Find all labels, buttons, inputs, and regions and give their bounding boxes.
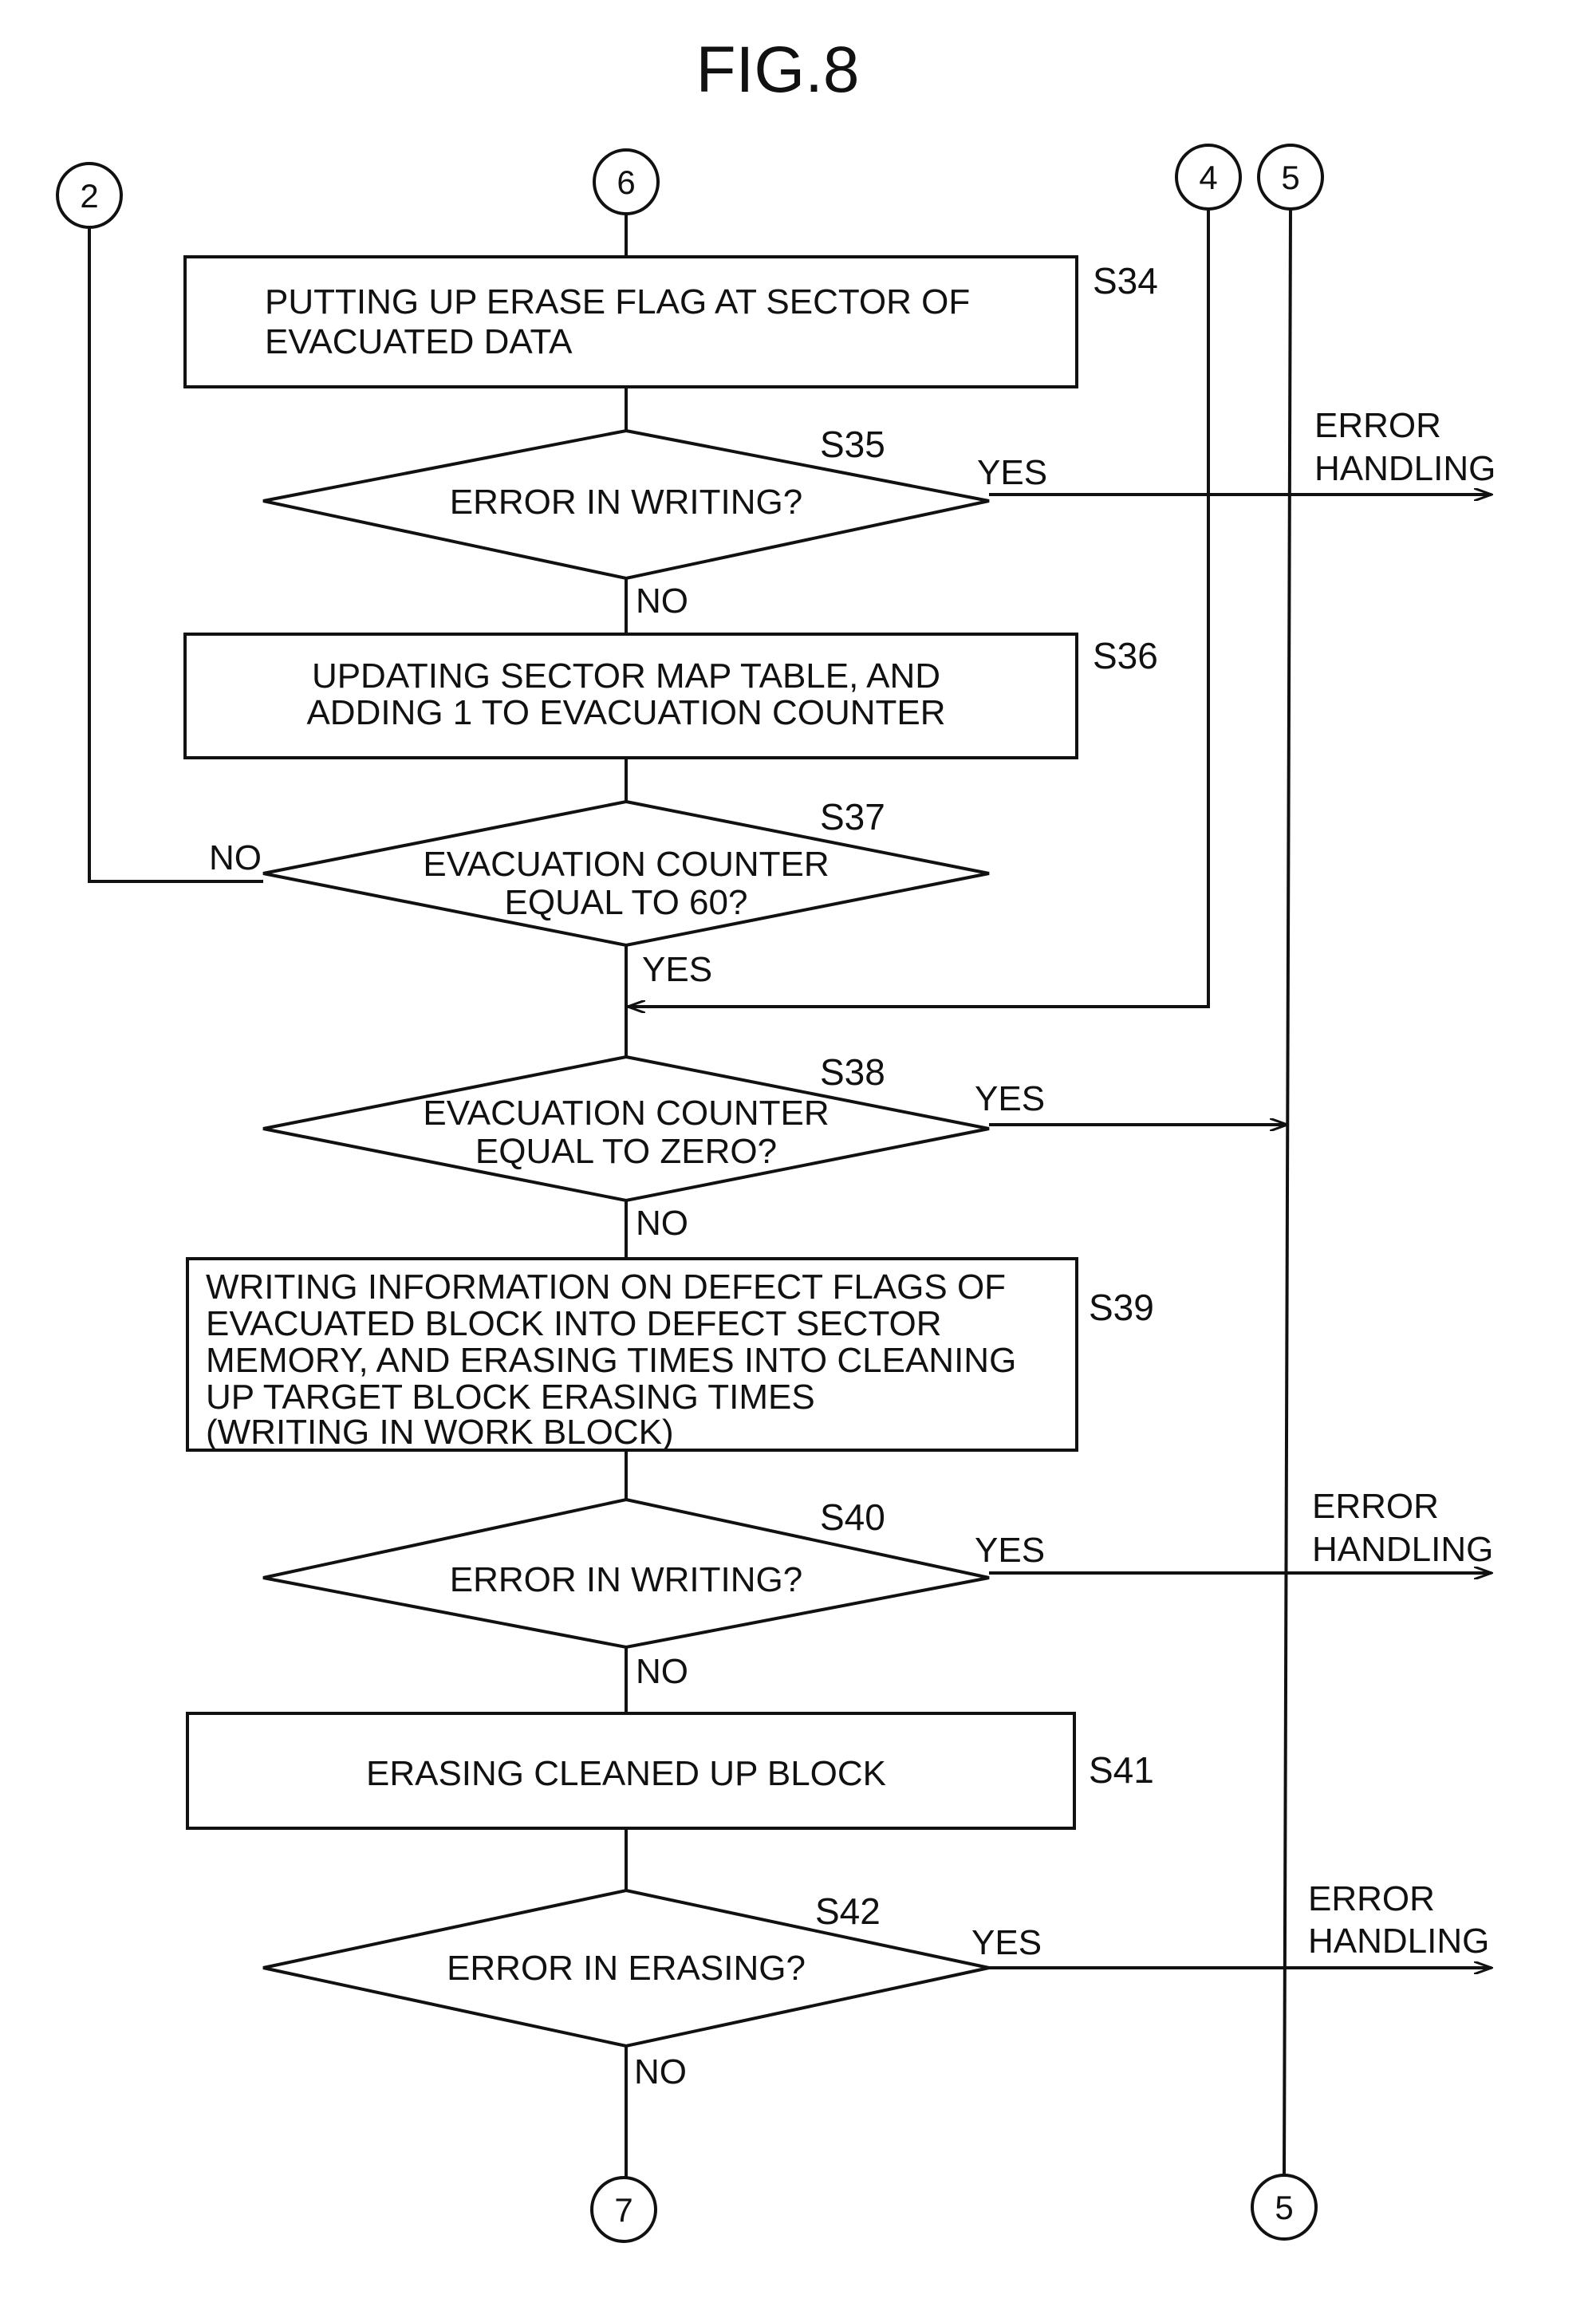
step-s37-line-2: EQUAL TO 60? <box>505 883 748 922</box>
step-s36: UPDATING SECTOR MAP TABLE, AND ADDING 1 … <box>185 634 1158 758</box>
step-s39-line-3: MEMORY, AND ERASING TIMES INTO CLEANING <box>206 1341 1016 1380</box>
step-s36-line-1: UPDATING SECTOR MAP TABLE, AND <box>312 656 940 696</box>
step-s35-yes-label: YES <box>977 453 1047 492</box>
step-s37-id: S37 <box>820 796 885 838</box>
connector-4: 4 <box>1176 145 1240 209</box>
connector-6-label: 6 <box>617 164 635 201</box>
connector-4-label: 4 <box>1199 159 1217 196</box>
step-s37-no-label: NO <box>209 838 262 877</box>
step-s38-line-2: EQUAL TO ZERO? <box>475 1132 777 1171</box>
step-s35-no-label: NO <box>636 581 688 621</box>
step-s40-id: S40 <box>820 1496 885 1538</box>
figure-title: FIG.8 <box>696 34 859 106</box>
step-s38-id: S38 <box>820 1051 885 1093</box>
step-s37-line-1: EVACUATION COUNTER <box>423 845 829 884</box>
step-s37: EVACUATION COUNTER EQUAL TO 60? S37 NO Y… <box>209 796 989 989</box>
step-s42-line-1: ERROR IN ERASING? <box>447 1949 806 1988</box>
step-s38-no-label: NO <box>636 1204 688 1243</box>
error-handling-1-line-2: HANDLING <box>1314 449 1496 488</box>
step-s35-id: S35 <box>820 424 885 465</box>
step-s39: WRITING INFORMATION ON DEFECT FLAGS OF E… <box>187 1259 1154 1452</box>
connector-5-top-label: 5 <box>1281 159 1299 196</box>
step-s34-line-1: PUTTING UP ERASE FLAG AT SECTOR OF <box>265 282 970 321</box>
step-s38-line-1: EVACUATION COUNTER <box>423 1094 829 1133</box>
step-s34: PUTTING UP ERASE FLAG AT SECTOR OF EVACU… <box>185 257 1158 387</box>
step-s41-id: S41 <box>1089 1749 1154 1791</box>
connector-2-label: 2 <box>80 177 98 215</box>
step-s35-line-1: ERROR IN WRITING? <box>450 483 802 522</box>
step-s37-yes-label: YES <box>642 950 712 989</box>
connector-7-label: 7 <box>614 2191 632 2229</box>
error-handling-2-line-2: HANDLING <box>1312 1530 1493 1569</box>
step-s38: EVACUATION COUNTER EQUAL TO ZERO? S38 YE… <box>263 1051 1045 1243</box>
step-s36-line-2: ADDING 1 TO EVACUATION COUNTER <box>306 693 945 732</box>
step-s39-id: S39 <box>1089 1287 1154 1328</box>
connector-7: 7 <box>592 2178 656 2241</box>
step-s39-line-2: EVACUATED BLOCK INTO DEFECT SECTOR <box>206 1304 942 1343</box>
connector-5-bottom-label: 5 <box>1275 2189 1293 2226</box>
step-s36-id: S36 <box>1093 635 1158 676</box>
step-s34-line-2: EVACUATED DATA <box>265 322 573 361</box>
step-s38-yes-label: YES <box>975 1079 1045 1118</box>
step-s42-yes-label: YES <box>971 1923 1042 1962</box>
step-s40-yes-label: YES <box>975 1531 1045 1570</box>
step-s40: ERROR IN WRITING? S40 YES NO ERROR HANDL… <box>263 1487 1493 1691</box>
error-handling-1-line-1: ERROR <box>1314 406 1441 445</box>
connector-2: 2 <box>57 164 121 227</box>
error-handling-3-line-2: HANDLING <box>1308 1922 1489 1961</box>
connector-5-top: 5 <box>1259 145 1322 209</box>
step-s34-id: S34 <box>1093 260 1158 302</box>
step-s39-line-5: (WRITING IN WORK BLOCK) <box>206 1413 674 1452</box>
step-s39-line-1: WRITING INFORMATION ON DEFECT FLAGS OF <box>206 1267 1006 1307</box>
error-handling-2-line-1: ERROR <box>1312 1487 1439 1526</box>
step-s39-line-4: UP TARGET BLOCK ERASING TIMES <box>206 1378 815 1417</box>
step-s40-line-1: ERROR IN WRITING? <box>450 1560 802 1599</box>
step-s40-no-label: NO <box>636 1652 688 1691</box>
connector-6: 6 <box>594 150 658 214</box>
step-s41: ERASING CLEANED UP BLOCK S41 <box>187 1713 1154 1828</box>
error-handling-3-line-1: ERROR <box>1308 1879 1435 1918</box>
step-s35: ERROR IN WRITING? S35 YES NO ERROR HANDL… <box>263 406 1496 621</box>
step-s41-line-1: ERASING CLEANED UP BLOCK <box>366 1754 886 1793</box>
step-s42-no-label: NO <box>634 2052 687 2091</box>
step-s42: ERROR IN ERASING? S42 YES NO ERROR HANDL… <box>263 1879 1489 2091</box>
connector-5-bottom: 5 <box>1252 2175 1316 2239</box>
step-s42-id: S42 <box>815 1890 881 1932</box>
